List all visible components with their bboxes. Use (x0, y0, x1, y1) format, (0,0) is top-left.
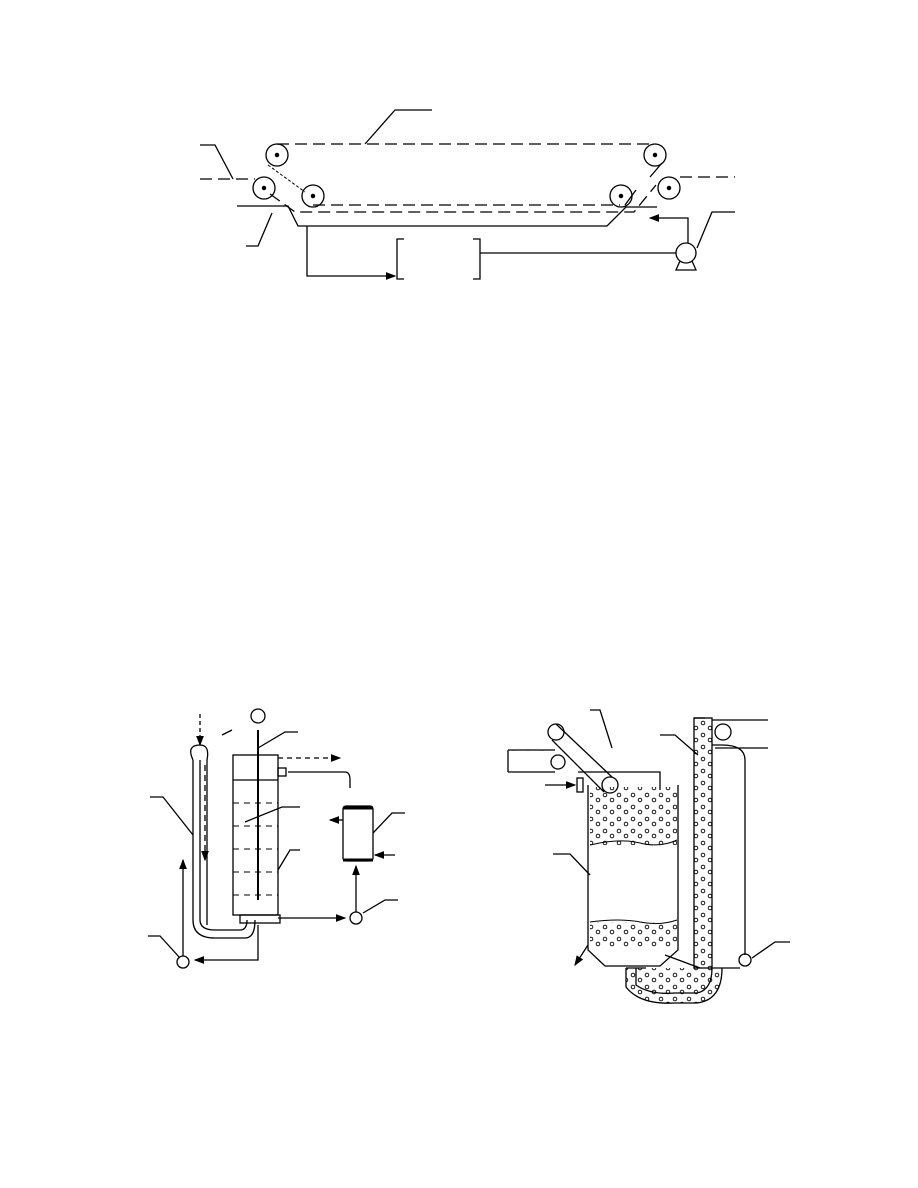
leader-line (362, 899, 398, 914)
tray (237, 205, 657, 227)
roller-icon (550, 754, 566, 770)
leader-line (257, 731, 298, 749)
elevator-column (693, 717, 713, 969)
belt-lines (200, 143, 735, 213)
belt-conveyor-diagram (200, 109, 735, 280)
roller-icon (714, 723, 732, 741)
motor-icon (250, 708, 266, 724)
column (232, 754, 279, 916)
leader-line (200, 144, 234, 180)
leader-line (553, 853, 591, 876)
particle-vessel-diagram (507, 709, 790, 1004)
leader-line (372, 812, 405, 834)
leader-line (696, 211, 735, 249)
leader-line (590, 709, 613, 749)
tank-box (396, 238, 481, 280)
leader-line (277, 849, 300, 871)
heat-exchanger (342, 805, 374, 862)
leader-line (364, 109, 432, 145)
pump-icon (176, 955, 190, 969)
pump-icon (349, 911, 363, 925)
column-exchanger-diagram (148, 708, 405, 969)
leader-line (221, 729, 233, 736)
u-pipe (625, 967, 723, 1004)
vessel (587, 785, 679, 967)
roller-icon (252, 143, 681, 208)
roller-icon (547, 723, 565, 741)
leader-line (148, 935, 181, 959)
pump-icon (674, 242, 698, 271)
inclined-conveyor (551, 723, 613, 793)
leader-line (660, 734, 699, 756)
leader-line (150, 796, 194, 836)
leader-line (246, 212, 273, 247)
pump-icon (738, 953, 752, 967)
leader-line (244, 806, 300, 823)
leader-line (751, 941, 790, 959)
